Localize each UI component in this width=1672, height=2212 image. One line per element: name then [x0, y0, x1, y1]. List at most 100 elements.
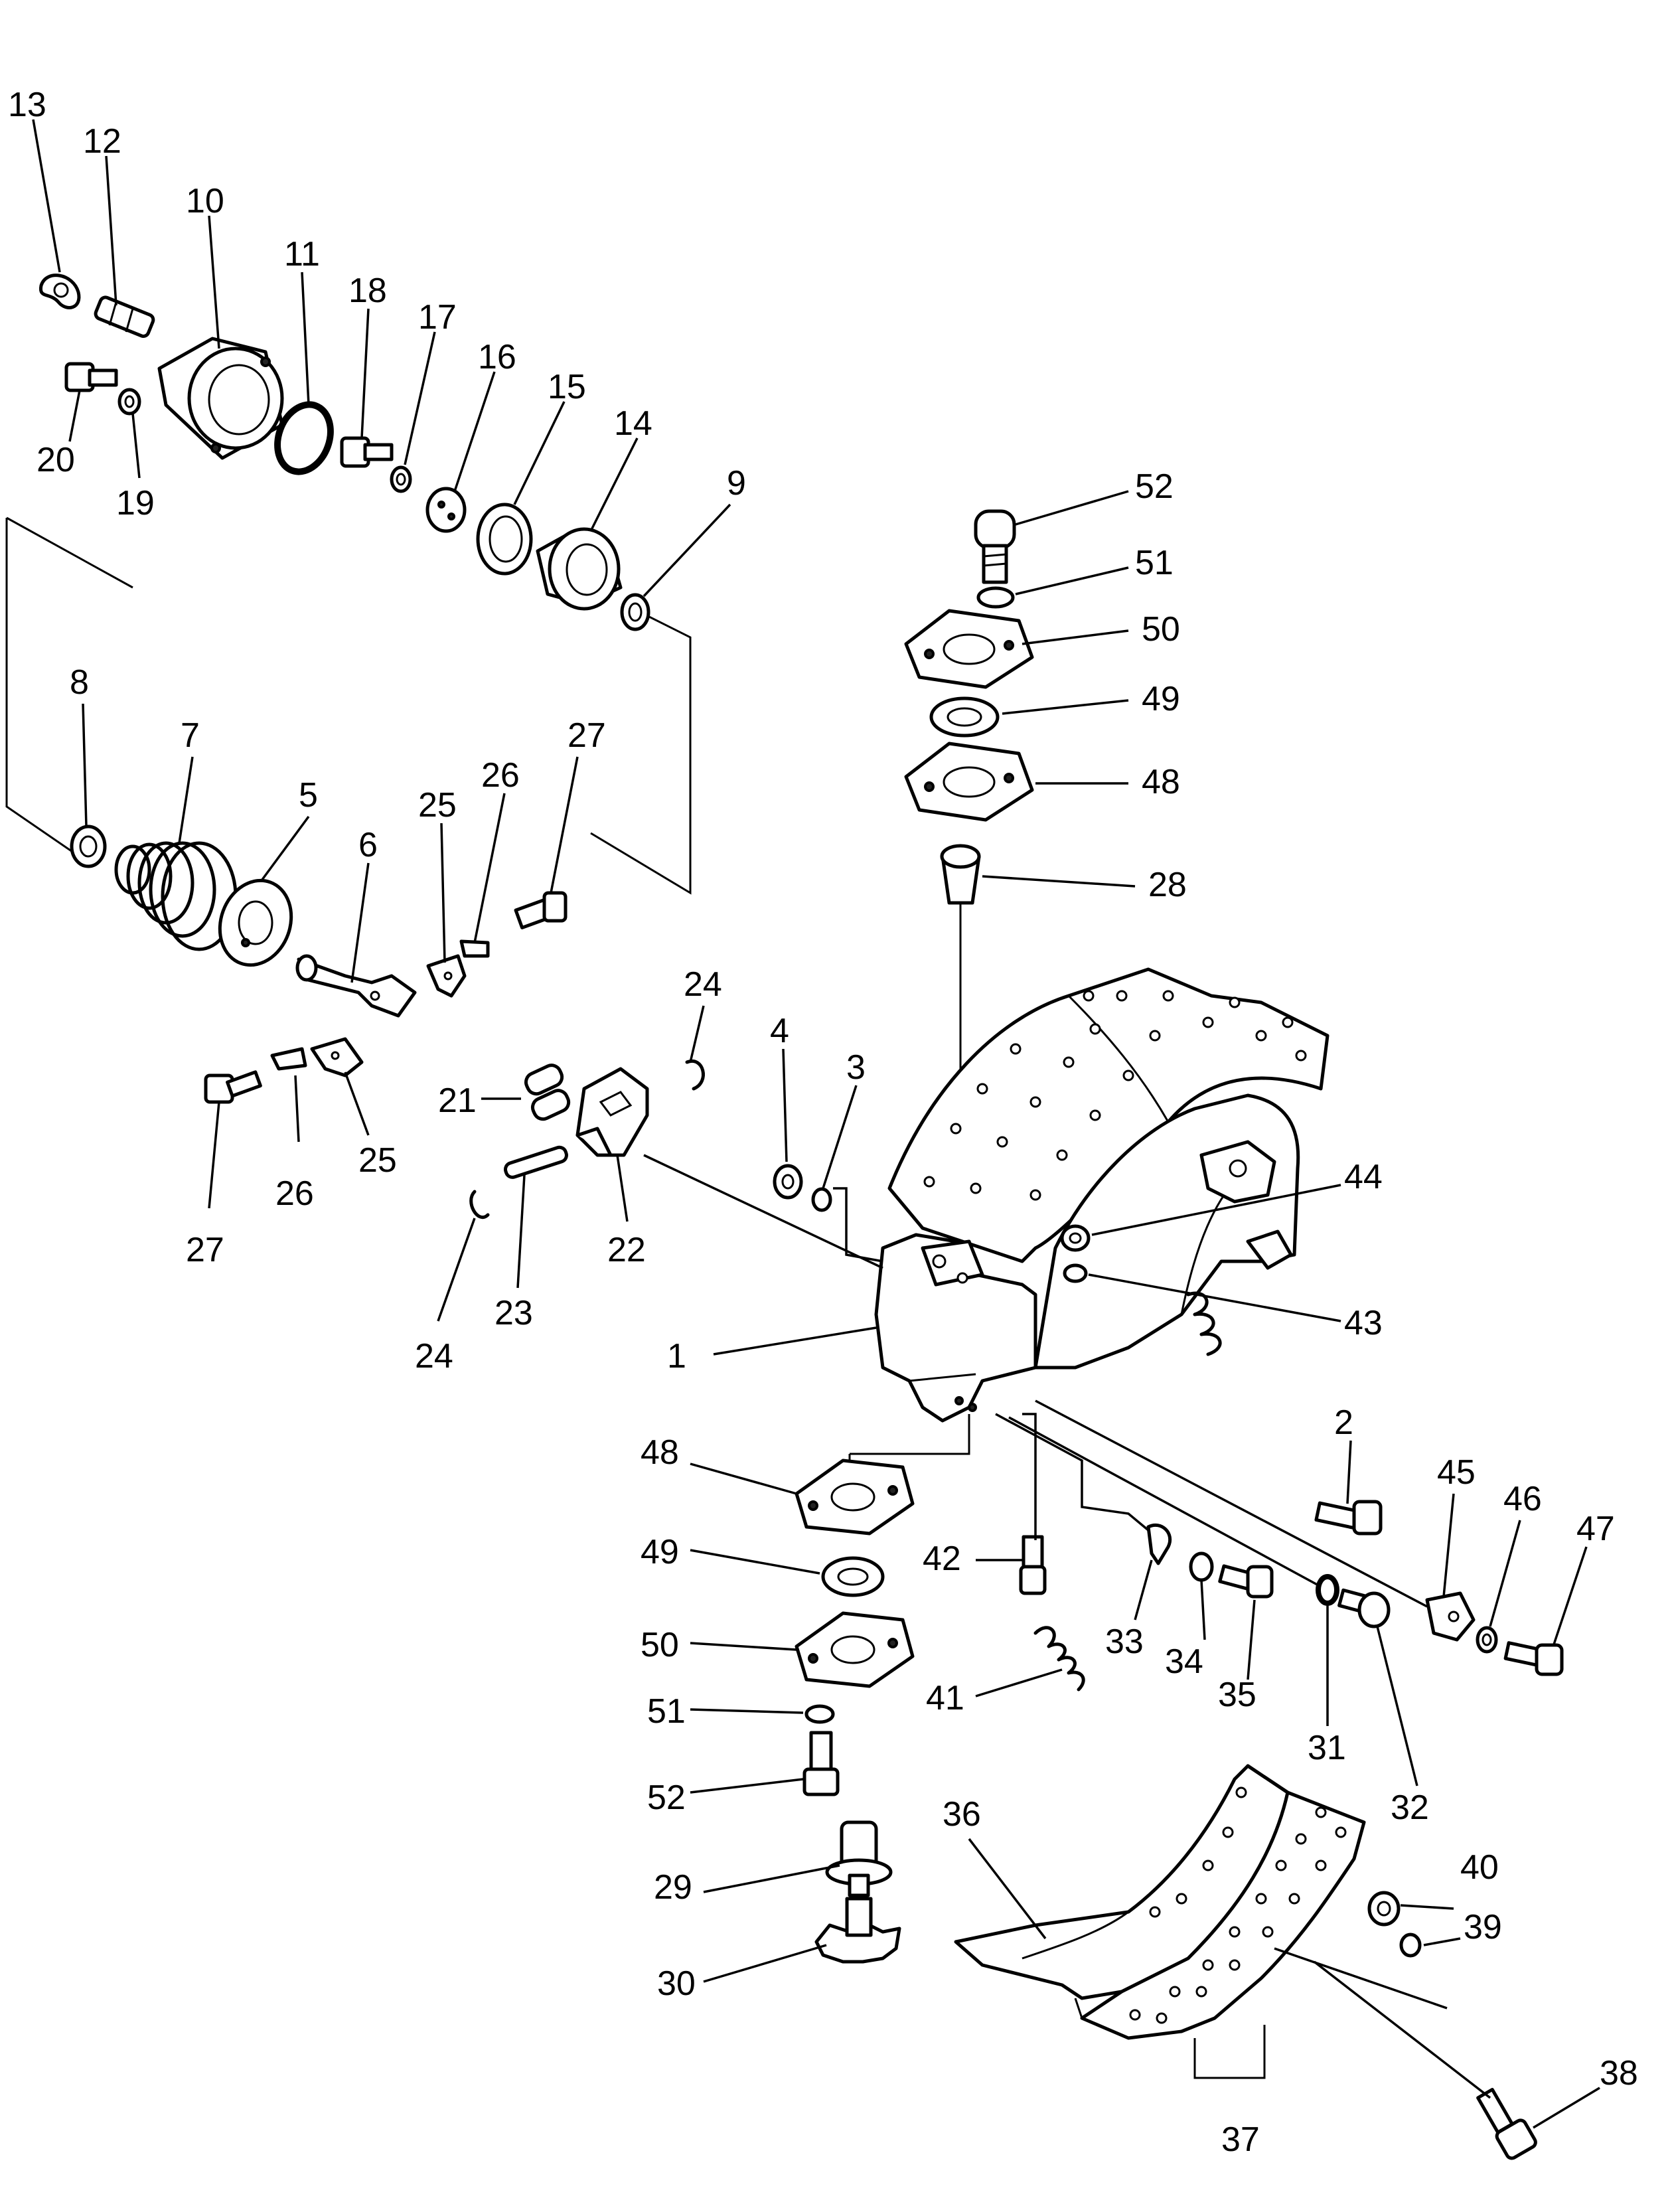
part-38-bolt	[1476, 2088, 1537, 2160]
callout-39: 39	[1464, 1908, 1502, 1946]
part-21-pins	[524, 1064, 571, 1121]
callout-30: 30	[657, 1964, 696, 2003]
part-25-clip-lower	[310, 1037, 364, 1077]
callout-4: 4	[770, 1012, 789, 1050]
callout-49-top: 49	[1142, 680, 1180, 718]
callout-21: 21	[438, 1081, 477, 1120]
part-40-nut	[1367, 1891, 1401, 1927]
callout-23: 23	[494, 1294, 533, 1332]
callout-25: 25	[418, 786, 457, 825]
callout-50-top: 50	[1142, 610, 1180, 649]
part-47-bolt	[1503, 1641, 1564, 1676]
callout-16: 16	[478, 338, 516, 376]
part-14-piston	[536, 527, 623, 611]
part-50-plate-bottom	[795, 1611, 915, 1688]
part-42-bolt	[1019, 1535, 1047, 1595]
callout-38: 38	[1600, 2054, 1638, 2093]
part-1-brake-assembly	[874, 967, 1330, 1423]
bracket-line-left	[5, 516, 692, 895]
callout-5: 5	[299, 776, 318, 815]
part-46-washer	[1476, 1626, 1498, 1654]
callout-25b: 25	[358, 1141, 397, 1180]
callout-9: 9	[727, 464, 746, 503]
callout-11: 11	[284, 235, 320, 274]
part-26-tab-upper	[459, 939, 490, 958]
part-19-washer	[117, 388, 141, 416]
callout-24b: 24	[415, 1337, 453, 1376]
part-48-plate-bottom	[795, 1459, 915, 1536]
callout-8: 8	[70, 663, 89, 702]
part-32-pin	[1337, 1588, 1391, 1628]
callout-20: 20	[37, 441, 75, 479]
callout-31: 31	[1308, 1729, 1346, 1767]
callout-32: 32	[1391, 1788, 1429, 1827]
part-10-housing	[157, 337, 284, 460]
callout-35: 35	[1218, 1676, 1256, 1714]
part-44-nut	[1060, 1224, 1091, 1252]
part-36-brake-shoe	[954, 1764, 1366, 2040]
part-39-washer	[1399, 1933, 1422, 1958]
part-25-clip-upper	[426, 954, 467, 998]
callout-22: 22	[607, 1231, 646, 1269]
part-41-spring	[1033, 1626, 1085, 1692]
callout-3: 3	[846, 1048, 866, 1087]
part-9-washer	[620, 593, 650, 631]
callout-13: 13	[8, 86, 46, 124]
part-30-wheel	[814, 1897, 901, 1964]
part-49-spring-top	[929, 696, 1000, 738]
callout-6: 6	[358, 826, 378, 864]
part-5-disc	[218, 878, 293, 967]
callout-51-top: 51	[1135, 544, 1174, 582]
part-31-oring	[1316, 1574, 1339, 1606]
part-22-yoke	[575, 1067, 649, 1157]
part-16-plate	[425, 487, 467, 533]
callout-46: 46	[1503, 1480, 1542, 1518]
callout-36: 36	[943, 1795, 981, 1834]
part-34-washer	[1189, 1551, 1214, 1582]
part-24-clip-lower	[469, 1190, 490, 1220]
callout-2: 2	[1334, 1403, 1353, 1442]
callout-42: 42	[923, 1540, 961, 1578]
callout-40: 40	[1460, 1848, 1499, 1887]
part-4-nut	[773, 1164, 803, 1200]
callout-17: 17	[418, 298, 457, 337]
callout-labels: 13 12 10 11 18 17 16 15 14 9 20 19 8 7 5…	[8, 86, 1638, 2159]
callout-33: 33	[1105, 1622, 1144, 1661]
part-15-seal	[476, 503, 533, 576]
callout-34: 34	[1165, 1642, 1203, 1681]
part-33-clip	[1146, 1523, 1172, 1565]
part-52-bolt-top	[974, 509, 1016, 584]
callout-15: 15	[548, 368, 586, 406]
part-49-spring-bottom	[821, 1556, 885, 1597]
callout-12: 12	[83, 122, 121, 161]
part-8-washer	[70, 825, 107, 868]
callout-14: 14	[614, 404, 652, 443]
callout-51-bottom: 51	[647, 1692, 686, 1731]
callout-48-bottom: 48	[641, 1433, 679, 1472]
callout-52-bottom: 52	[647, 1778, 686, 1817]
part-51-washer-top	[976, 586, 1015, 609]
callout-27: 27	[568, 716, 606, 755]
callout-29: 29	[654, 1868, 692, 1907]
part-20-bolt	[64, 362, 118, 392]
callout-27b: 27	[186, 1231, 224, 1269]
callout-43: 43	[1344, 1304, 1383, 1342]
callout-10: 10	[186, 182, 224, 220]
part-11-oring	[274, 401, 334, 475]
part-51-washer-bottom	[804, 1704, 835, 1724]
leader-lines	[32, 119, 1600, 2129]
callout-1: 1	[667, 1337, 686, 1376]
part-52-bolt-bottom	[802, 1731, 840, 1796]
part-12-fitting	[94, 295, 155, 338]
part-24-clip-upper	[685, 1059, 705, 1091]
part-23-pin	[504, 1145, 568, 1179]
part-2-bolt	[1314, 1500, 1383, 1536]
callout-52-top: 52	[1135, 467, 1174, 506]
callout-18: 18	[348, 272, 387, 310]
callout-44: 44	[1344, 1158, 1383, 1196]
part-48-plate-top	[904, 742, 1034, 822]
callout-24: 24	[684, 965, 722, 1004]
part-17-washer	[390, 465, 412, 493]
part-50-plate-top	[904, 609, 1034, 689]
